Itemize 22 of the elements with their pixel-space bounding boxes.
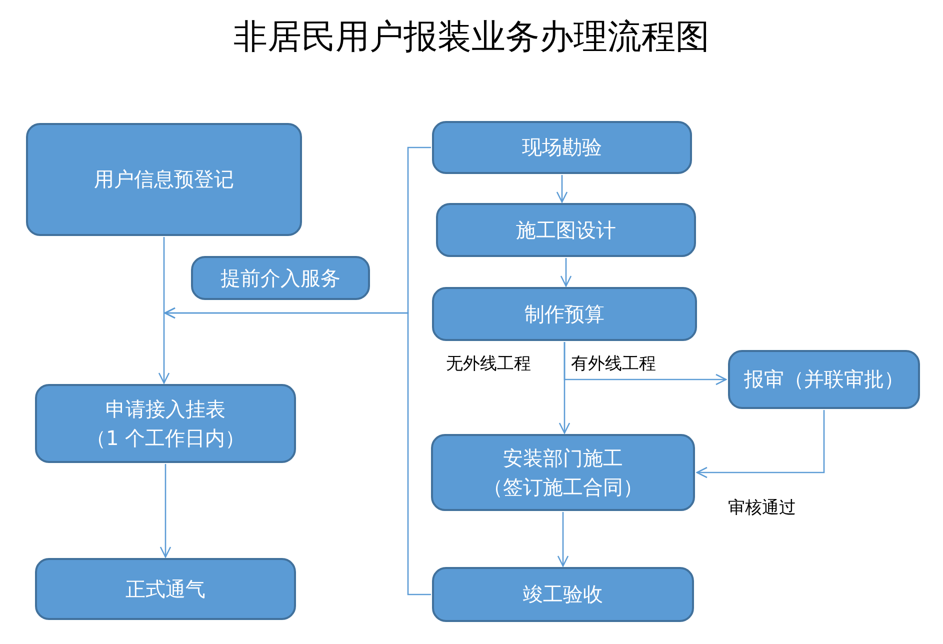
bracket-arrow (164, 307, 431, 596)
arrow (160, 464, 172, 558)
arrow (158, 237, 170, 384)
arrow (557, 512, 569, 567)
edge-label: 审核通过 (728, 497, 796, 519)
process-box: 安装部门施工（签订施工合同） (431, 434, 695, 511)
arrow (556, 175, 568, 203)
title: 非居民用户报装业务办理流程图 (232, 16, 710, 59)
process-box: 提前介入服务 (191, 256, 370, 300)
process-box: 申请接入挂表（1 个工作日内） (35, 384, 296, 463)
process-box: 竣工验收 (432, 567, 694, 622)
process-box: 施工图设计 (436, 203, 696, 257)
edge-label: 无外线工程 (446, 353, 531, 375)
edge-label: 有外线工程 (571, 353, 656, 375)
process-box: 制作预算 (432, 287, 697, 341)
arrow (564, 342, 727, 386)
process-box: 用户信息预登记 (26, 123, 302, 236)
process-box: 现场勘验 (432, 121, 692, 174)
arrow (560, 258, 572, 287)
process-box: 正式通气 (35, 558, 296, 620)
arrow (696, 410, 825, 478)
process-box: 报审（并联审批） (728, 350, 920, 409)
